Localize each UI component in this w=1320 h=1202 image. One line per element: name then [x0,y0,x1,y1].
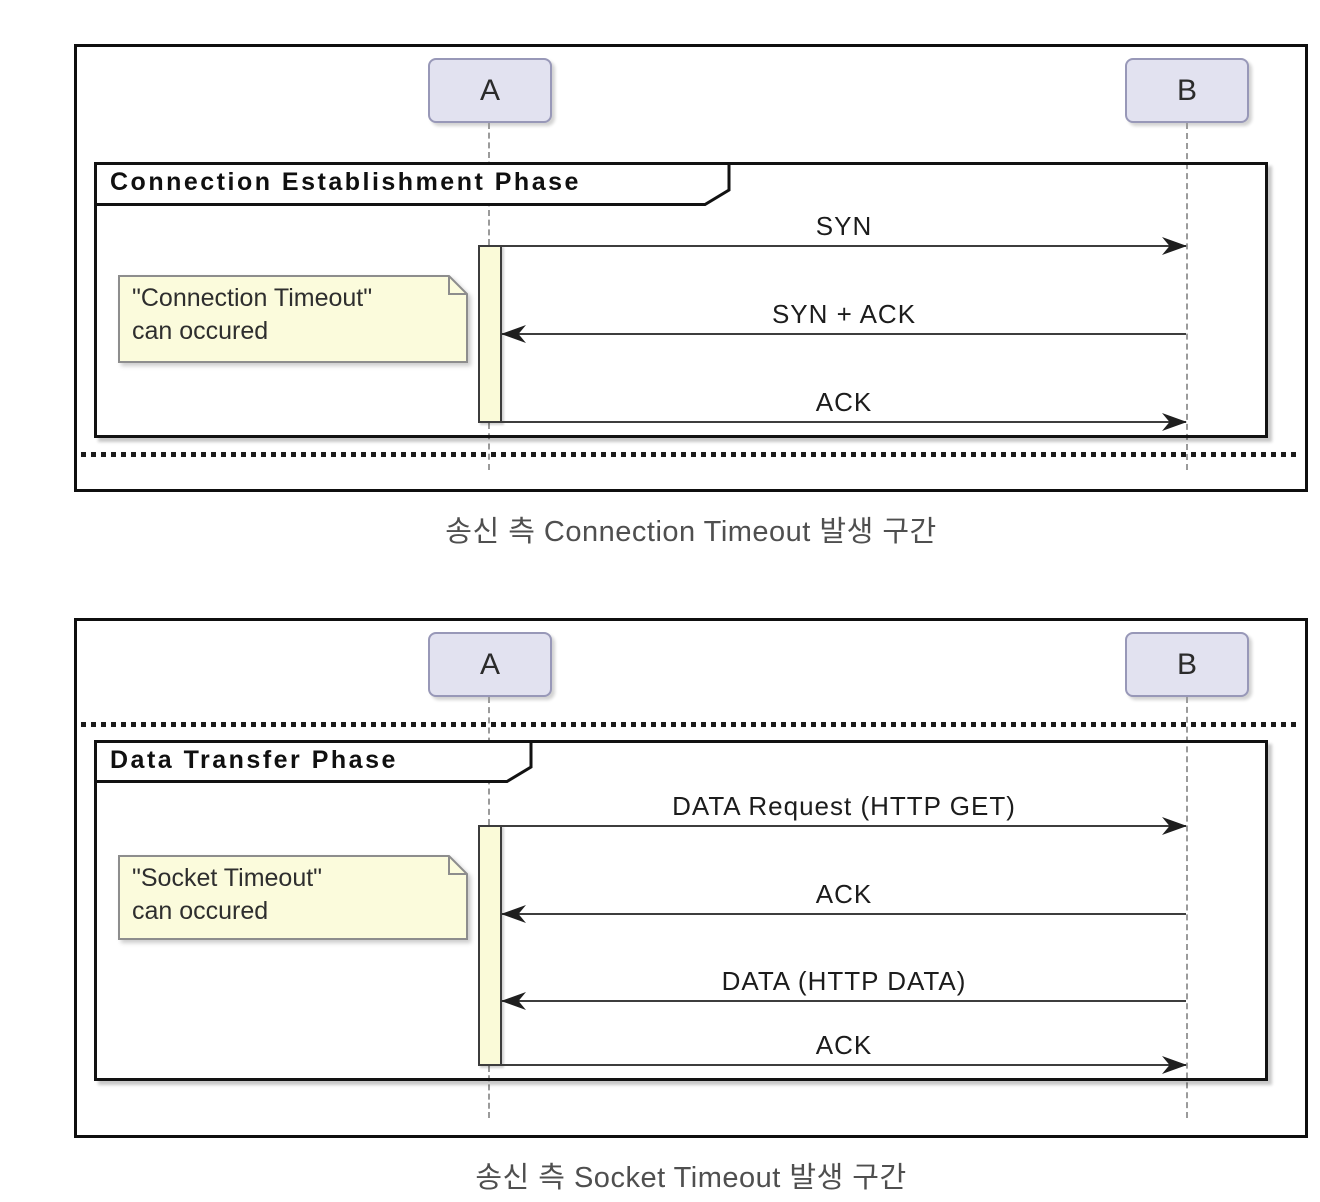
note-line-2: can occured [132,897,269,925]
message-label: DATA Request (HTTP GET) [672,791,1016,821]
frame-title: Data Transfer Phase [110,746,398,774]
frame-label: Connection Establishment Phase [94,162,731,206]
actor-box-a: A [428,632,552,697]
message-line [502,1064,1186,1066]
lifeline-a [488,1066,490,1118]
actor-box-b: B [1125,632,1249,697]
message-line [502,421,1186,423]
note-outline [118,855,468,940]
frame-label-shape [94,162,731,206]
actor-label: B [1176,73,1197,107]
delay-divider [81,452,1301,457]
actor-box-b: B [1125,58,1249,123]
message-label: DATA (HTTP DATA) [721,966,967,996]
message-label: ACK [815,387,873,417]
frame-label: Data Transfer Phase [94,740,533,783]
delay-divider [81,722,1301,727]
note-fold-icon [448,276,467,295]
frame-data-transfer [94,740,1268,1081]
caption-socket-timeout: 송신 측 Socket Timeout 발생 구간 [475,1162,907,1194]
note-text: "Socket Timeout" can occured [132,862,322,928]
note-line-2: can occured [132,317,269,345]
lifeline-b [1186,697,1188,1118]
lifeline-a [488,423,490,470]
note-shape [118,855,468,940]
note-line-1: "Socket Timeout" [132,864,323,892]
sequence-diagram-connection: A B Connection Establishment Phase SYN S… [74,44,1308,492]
note-line-1: "Connection Timeout" [132,284,373,312]
frame-label-outline [94,162,731,206]
sequence-diagram-data-transfer: A B Data Transfer Phase DATA Request (HT… [74,618,1308,1138]
message-label: ACK [815,1030,873,1060]
frame-label-shape [94,740,533,783]
note-shape [118,275,468,363]
message-line [502,913,1186,915]
activation-bar [478,245,502,423]
message-line [502,825,1186,827]
note-connection-timeout: "Connection Timeout" can occured [118,275,468,363]
note-outline [118,275,468,363]
caption-connection-timeout: 송신 측 Connection Timeout 발생 구간 [445,516,937,548]
message-label: SYN + ACK [771,299,917,329]
frame-label-outline [94,740,533,783]
message-line [502,245,1186,247]
message-line [502,1000,1186,1002]
message-label: SYN [815,211,873,241]
activation-bar [478,825,502,1066]
actor-box-a: A [428,58,552,123]
frame-title: Connection Establishment Phase [110,168,581,196]
message-label: ACK [815,879,873,909]
message-line [502,333,1186,335]
lifeline-b [1186,123,1188,470]
actor-label: A [479,647,500,681]
note-socket-timeout: "Socket Timeout" can occured [118,855,468,940]
actor-label: A [479,73,500,107]
actor-label: B [1176,647,1197,681]
note-fold-icon [448,856,467,875]
note-text: "Connection Timeout" can occured [132,282,372,348]
